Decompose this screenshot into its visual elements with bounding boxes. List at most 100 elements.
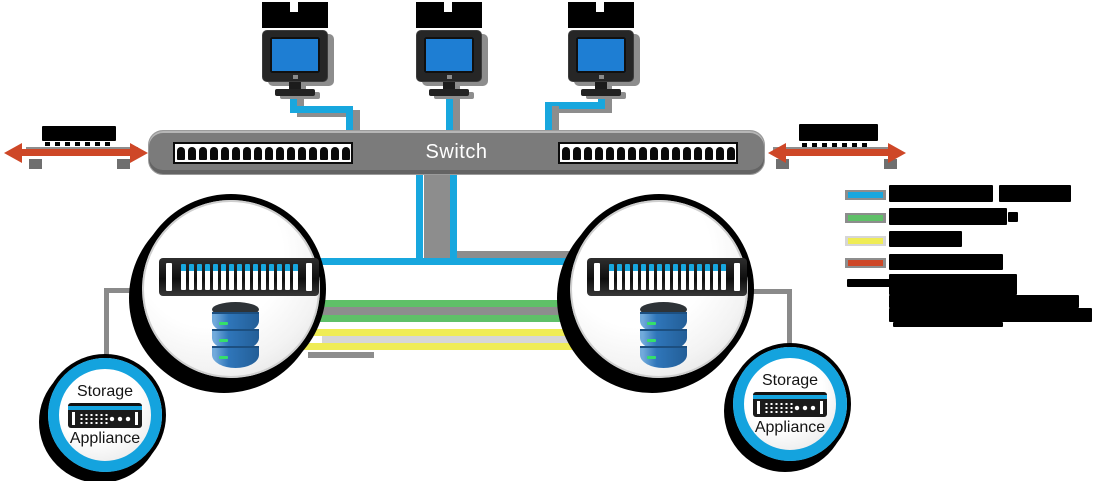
redacted-client-label [568, 12, 634, 28]
client1-cable [346, 106, 353, 133]
storage-cable-left [104, 288, 150, 293]
monitor-icon [262, 30, 328, 82]
storage-label-top: Storage [761, 371, 819, 389]
storage-label-bottom: Appliance [69, 429, 141, 447]
storage-label-top: Storage [76, 382, 134, 400]
right-double-arrow-head [888, 143, 906, 163]
switch-port-bank-left [173, 142, 353, 164]
right-double-arrow-head [768, 143, 786, 163]
storage-led-dots [108, 415, 132, 422]
redacted-client-label [452, 2, 482, 14]
left-double-arrow-head [130, 143, 148, 163]
redacted-legend-note [889, 274, 1017, 295]
monitor-screen [424, 37, 474, 73]
switch-node1-link [416, 175, 423, 265]
storage-vent-grid [764, 401, 795, 414]
storage-appliance-left: Storage Appliance [48, 358, 162, 472]
monitor-base [581, 89, 621, 96]
storage-cable-left [104, 288, 109, 362]
right-double-arrow [784, 149, 892, 156]
switch-node2-link [450, 175, 457, 265]
legend-swatch-blue [845, 190, 886, 200]
redacted-legend-text [889, 208, 1007, 225]
redacted-legend-text [999, 185, 1071, 202]
monitor-stand [443, 82, 455, 91]
monitor-stand [289, 82, 301, 91]
storage-label-bottom: Appliance [754, 418, 826, 436]
monitor-screen [576, 37, 626, 73]
storage-appliance-icon [753, 391, 827, 417]
interconnect-shadow-light [322, 336, 572, 343]
client-workstation-3 [568, 0, 634, 100]
redacted-right-link-label [799, 124, 878, 141]
storage-led-dots [793, 404, 817, 411]
right-link-shadow-stub [776, 159, 789, 169]
cluster-node-1 [142, 200, 320, 378]
interconnect-shadow [322, 307, 572, 315]
monitor-screen [270, 37, 320, 73]
legend [845, 183, 1095, 333]
client3-cable [545, 102, 605, 109]
redacted-right-label-ticks [802, 143, 867, 147]
left-double-arrow [20, 149, 134, 156]
redacted-client-label [416, 12, 482, 28]
left-link-shadow-stub [117, 159, 130, 169]
redacted-legend-note [889, 295, 1079, 308]
monitor-icon [568, 30, 634, 82]
client-workstation-1 [262, 0, 328, 100]
client-workstation-2 [416, 0, 482, 100]
rack-server-icon [587, 258, 747, 296]
monitor-stand [595, 82, 607, 91]
redacted-client-label [298, 2, 328, 14]
redacted-client-label [416, 2, 444, 14]
client1-cable [290, 92, 297, 113]
redacted-client-label [568, 2, 596, 14]
database-icon [212, 302, 259, 368]
interconnect-shadow [308, 352, 374, 358]
client1-cable [290, 106, 353, 113]
redacted-legend-text [889, 231, 962, 247]
database-icon [640, 302, 687, 368]
redacted-client-label [262, 2, 290, 14]
redacted-legend-note [889, 308, 1092, 322]
monitor-base [275, 89, 315, 96]
monitor-power-led [599, 75, 604, 79]
public-link-shadow [424, 175, 450, 263]
client2-cable [446, 92, 453, 133]
storage-vent-grid [79, 412, 110, 425]
interconnect-yellow-1 [302, 329, 590, 336]
right-link-shadow-stub [884, 159, 897, 169]
legend-swatch-yellow [845, 236, 886, 246]
legend-swatch-green [845, 213, 886, 223]
switch-port-bank-right [558, 142, 738, 164]
client3-cable [545, 102, 552, 133]
left-double-arrow-head [4, 143, 22, 163]
storage-cable-right [744, 289, 792, 294]
storage-cable-right [787, 289, 792, 350]
redacted-legend-text [889, 185, 993, 202]
interconnect-green-1 [302, 300, 590, 307]
database-disk [640, 346, 687, 368]
network-switch: Switch [148, 130, 765, 175]
storage-appliance-icon [68, 402, 142, 428]
cluster-node-2 [570, 200, 748, 378]
redacted-legend-text [889, 254, 1003, 270]
redacted-left-link-label [42, 126, 116, 141]
client3-cable [598, 92, 605, 108]
legend-swatch-red [845, 258, 886, 268]
monitor-power-led [447, 75, 452, 79]
redacted-left-label-ticks [45, 142, 110, 146]
switch-label: Switch [425, 141, 488, 163]
monitor-base [429, 89, 469, 96]
redacted-legend-note [847, 279, 919, 287]
node-public-link [300, 258, 592, 265]
left-link-shadow-stub [29, 159, 42, 169]
monitor-icon [416, 30, 482, 82]
redacted-legend-note [893, 322, 1003, 327]
redacted-client-label [604, 2, 634, 14]
public-link-shadow [457, 251, 585, 258]
rack-server-icon [159, 258, 319, 296]
interconnect-green-2 [302, 315, 590, 322]
storage-appliance-right: Storage Appliance [733, 347, 847, 461]
